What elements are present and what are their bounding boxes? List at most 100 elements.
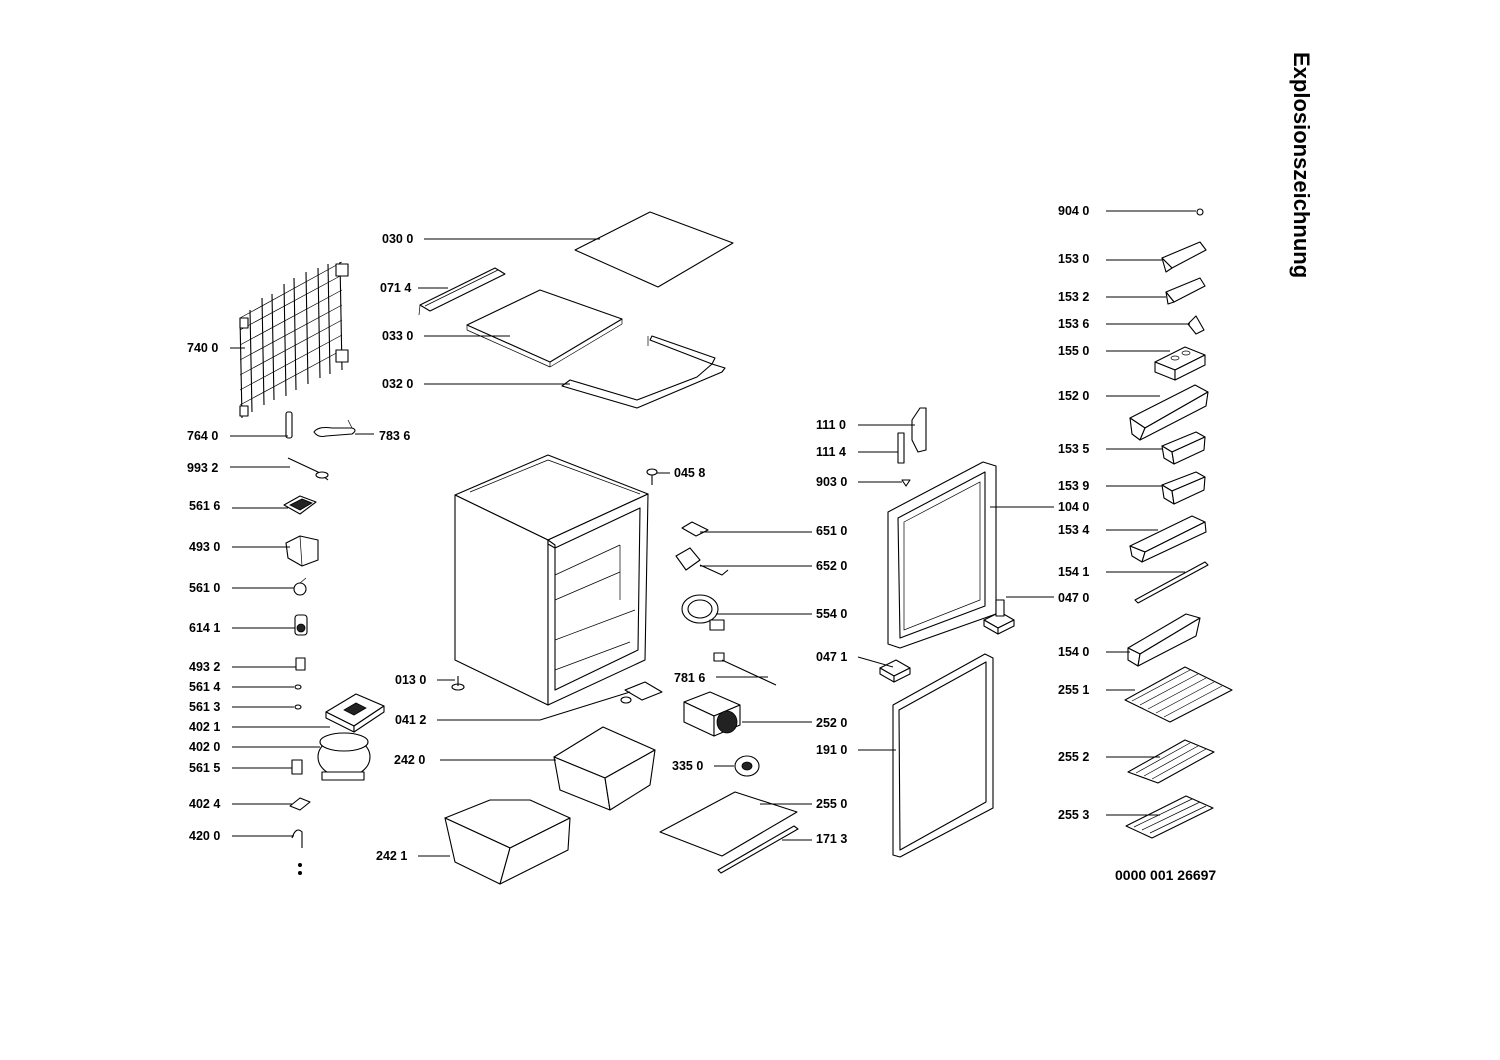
label-032-0: 032 0 xyxy=(382,377,413,391)
label-903-0: 903 0 xyxy=(816,475,847,489)
part-6520-thermostat-bracket[interactable]: 652 0 xyxy=(675,547,847,576)
label-071-4: 071 4 xyxy=(380,281,411,295)
part-9932-sensor-cable[interactable]: 993 2 xyxy=(187,457,329,481)
label-153-6: 153 6 xyxy=(1058,317,1089,331)
part-1541-rod[interactable]: 154 1 xyxy=(1058,561,1209,604)
part-1713-trim-strip[interactable]: 171 3 xyxy=(717,825,847,874)
label-561-3: 561 3 xyxy=(189,700,220,714)
part-1910-door-gasket[interactable]: 191 0 xyxy=(816,653,994,858)
part-5614-screw[interactable]: 561 4 xyxy=(189,680,302,694)
part-7836-clip[interactable]: 783 6 xyxy=(313,419,410,443)
part-1114-hinge-cover[interactable]: 111 4 xyxy=(816,432,905,464)
part-1550-egg-tray[interactable]: 155 0 xyxy=(1058,344,1206,381)
diagram-title: Explosionszeichnung xyxy=(1289,52,1314,278)
part-7400-condenser[interactable]: 740 0 xyxy=(187,261,349,419)
part-0470-bearing[interactable]: 047 0 xyxy=(983,591,1089,635)
part-1540-bottom-tray[interactable]: 154 0 xyxy=(1058,613,1201,667)
part-2553-shelf-grid[interactable]: 255 3 xyxy=(1058,795,1214,839)
label-013-0: 013 0 xyxy=(395,673,426,687)
part-2421-crisper-large[interactable]: 242 1 xyxy=(376,799,571,885)
label-104-0: 104 0 xyxy=(1058,500,1089,514)
part-0130-foot[interactable]: 013 0 xyxy=(395,673,465,691)
part-9040-cap[interactable]: 904 0 xyxy=(1058,204,1204,218)
part-0458-hinge-pin[interactable]: 045 8 xyxy=(646,466,705,485)
label-153-9: 153 9 xyxy=(1058,479,1089,493)
part-2420-crisper-small[interactable]: 242 0 xyxy=(394,726,656,811)
part-9030-screw[interactable]: 903 0 xyxy=(816,475,911,489)
label-335-0: 335 0 xyxy=(672,759,703,773)
label-255-2: 255 2 xyxy=(1058,750,1089,764)
label-191-0: 191 0 xyxy=(816,743,847,757)
label-153-2: 153 2 xyxy=(1058,290,1089,304)
part-7640-dryer[interactable]: 764 0 xyxy=(187,411,293,443)
part-7816-drain-pipe[interactable]: 781 6 xyxy=(674,652,777,686)
part-3350-disc[interactable]: 335 0 xyxy=(672,755,760,777)
label-993-2: 993 2 xyxy=(187,461,218,475)
part-2520-fan-motor[interactable]: 252 0 xyxy=(683,691,847,737)
part-cabinet xyxy=(454,454,649,706)
label-030-0: 030 0 xyxy=(382,232,413,246)
label-402-4: 402 4 xyxy=(189,797,220,811)
part-4024-bracket[interactable]: 402 4 xyxy=(189,797,311,811)
part-4932-clamp[interactable]: 493 2 xyxy=(189,657,306,674)
part-0330-worktop[interactable]: 033 0 xyxy=(382,289,623,368)
part-2552-shelf-grid[interactable]: 255 2 xyxy=(1058,739,1215,784)
part-0471-door-bearing[interactable]: 047 1 xyxy=(816,650,911,683)
part-1110-hinge[interactable]: 111 0 xyxy=(816,407,927,453)
part-0714-vent-grille[interactable]: 071 4 xyxy=(380,267,506,316)
label-041-2: 041 2 xyxy=(395,713,426,727)
label-781-6: 781 6 xyxy=(674,671,705,685)
label-420-0: 420 0 xyxy=(189,829,220,843)
part-0412-lower-hinge[interactable]: 041 2 xyxy=(395,681,663,727)
label-402-1: 402 1 xyxy=(189,720,220,734)
part-4021-base-plate[interactable]: 402 1 xyxy=(189,693,385,734)
label-111-0: 111 0 xyxy=(816,418,846,432)
part-5616-relay[interactable]: 561 6 xyxy=(189,495,317,515)
label-561-0: 561 0 xyxy=(189,581,220,595)
part-1536-hinge-clip[interactable]: 153 6 xyxy=(1058,315,1205,335)
part-4020-compressor[interactable]: 402 0 xyxy=(189,732,371,781)
label-255-0: 255 0 xyxy=(816,797,847,811)
label-554-0: 554 0 xyxy=(816,607,847,621)
label-651-0: 651 0 xyxy=(816,524,847,538)
part-6141-thermostat[interactable]: 614 1 xyxy=(189,614,308,636)
part-0320-top-frame[interactable]: 032 0 xyxy=(382,335,726,409)
label-047-0: 047 0 xyxy=(1058,591,1089,605)
part-4930-cover[interactable]: 493 0 xyxy=(189,535,319,567)
part-2550-glass-shelf[interactable]: 255 0 xyxy=(659,791,847,857)
label-171-3: 171 3 xyxy=(816,832,847,846)
part-1530-butter-lid[interactable]: 153 0 xyxy=(1058,241,1207,273)
part-5610-klixon[interactable]: 561 0 xyxy=(189,577,307,596)
part-1535-small-tray[interactable]: 153 5 xyxy=(1058,431,1206,465)
part-1520-door-tray[interactable]: 152 0 xyxy=(1058,384,1209,441)
label-153-5: 153 5 xyxy=(1058,442,1089,456)
label-255-3: 255 3 xyxy=(1058,808,1089,822)
label-045-8: 045 8 xyxy=(674,466,705,480)
label-252-0: 252 0 xyxy=(816,716,847,730)
document-number: 0000 001 26697 xyxy=(1115,867,1216,883)
part-0300-top-cover[interactable]: 030 0 xyxy=(382,211,734,288)
part-5615-start-relay[interactable]: 561 5 xyxy=(189,759,303,775)
label-614-1: 614 1 xyxy=(189,621,220,635)
part-1539-small-tray[interactable]: 153 9 xyxy=(1058,471,1206,505)
part-4200-capacitor[interactable]: 420 0 xyxy=(189,829,303,875)
label-242-1: 242 1 xyxy=(376,849,407,863)
label-111-4: 111 4 xyxy=(816,445,846,459)
part-5540-fan-ring[interactable]: 554 0 xyxy=(681,594,847,631)
label-153-0: 153 0 xyxy=(1058,252,1089,266)
part-6510-lamp[interactable]: 651 0 xyxy=(681,521,847,538)
part-1534-bottle-holder[interactable]: 153 4 xyxy=(1058,515,1207,563)
part-2551-shelf-grid[interactable]: 255 1 xyxy=(1058,666,1233,723)
label-783-6: 783 6 xyxy=(379,429,410,443)
part-5613-screw[interactable]: 561 3 xyxy=(189,700,302,714)
label-242-0: 242 0 xyxy=(394,753,425,767)
label-402-0: 402 0 xyxy=(189,740,220,754)
label-255-1: 255 1 xyxy=(1058,683,1089,697)
label-493-0: 493 0 xyxy=(189,540,220,554)
label-764-0: 764 0 xyxy=(187,429,218,443)
part-1040-door[interactable]: 104 0 xyxy=(887,461,1089,649)
part-1532-lid[interactable]: 153 2 xyxy=(1058,277,1206,305)
label-154-1: 154 1 xyxy=(1058,565,1089,579)
label-652-0: 652 0 xyxy=(816,559,847,573)
